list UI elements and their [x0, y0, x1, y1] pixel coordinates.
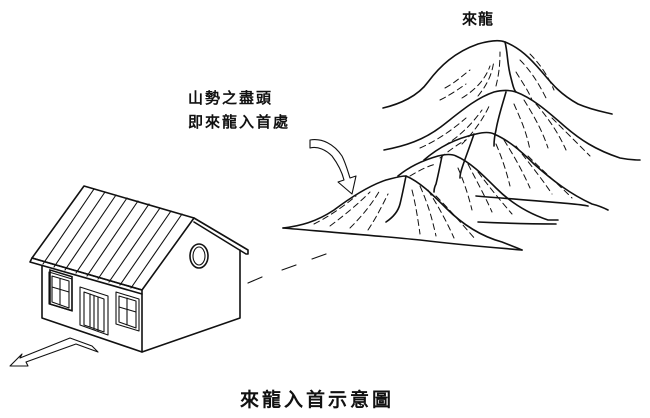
diagram-caption: 來龍入首示意圖: [240, 389, 395, 411]
mountain-1-far: [382, 39, 613, 115]
mountain-4: [397, 153, 559, 225]
house: [29, 185, 249, 353]
top-label-lailong: 來龍: [462, 10, 495, 28]
sight-line-dashed: [247, 253, 327, 284]
mountain-3: [423, 131, 609, 211]
outward-arrow-icon: [9, 337, 99, 367]
annotation-line-2: 即來龍入首處: [188, 113, 291, 131]
mountain-5-near: [282, 175, 523, 251]
mountain-2: [383, 89, 641, 161]
annotation-label: 山勢之盡頭 即來龍入首處: [188, 86, 290, 134]
curved-arrow-icon: [309, 139, 357, 195]
annotation-line-1: 山勢之盡頭: [188, 89, 274, 107]
